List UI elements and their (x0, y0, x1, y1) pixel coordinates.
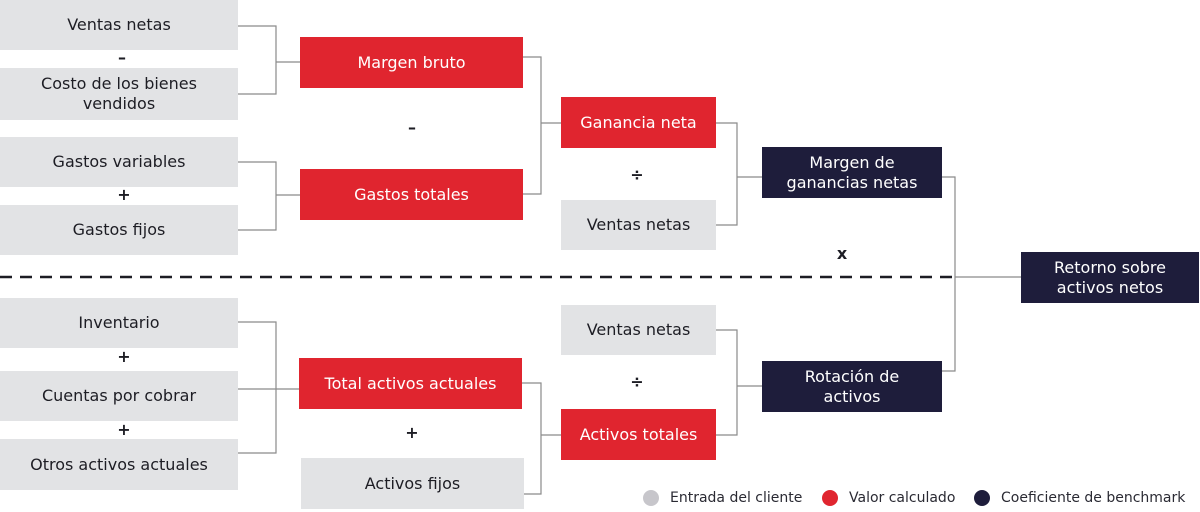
operator-minus: – (408, 118, 416, 137)
node-label: Gastos fijos (72, 220, 166, 239)
connector-activos-totales (522, 382, 542, 495)
operator-plus: + (117, 185, 131, 204)
navy-dot-icon (974, 490, 990, 506)
node-label: Ventas netas (586, 320, 691, 339)
node-label: Total activos actuales (324, 373, 497, 393)
node-gastos-fijos: Gastos fijos (0, 205, 238, 255)
node-ventas-netas: Ventas netas (561, 305, 716, 355)
legend-label: Entrada del cliente (670, 490, 803, 506)
legend-label: Valor calculado (849, 490, 956, 506)
connector-margen-ganancias (716, 122, 738, 226)
operator-plus: + (405, 423, 419, 442)
node-label: Activos fijos (364, 473, 461, 493)
connector-rotacion (716, 329, 738, 436)
connector-retorno (942, 176, 956, 372)
node-total-activos-actuales: Total activos actuales (299, 358, 522, 409)
node-retorno-activos-netos: Retorno sobre activos netos (1021, 252, 1199, 303)
gray-dot-icon (643, 490, 659, 506)
node-label: Retorno sobre activos netos (1054, 257, 1166, 297)
node-activos-totales: Activos totales (561, 409, 716, 460)
legend-label: Coeficiente de benchmark (1001, 490, 1186, 506)
node-gastos-totales: Gastos totales (300, 169, 523, 220)
node-label: Gastos variables (52, 152, 186, 171)
red-dot-icon (822, 490, 838, 506)
operator-plus: + (117, 347, 131, 366)
node-label: Ventas netas (586, 215, 691, 234)
operator-divide: ÷ (630, 372, 644, 391)
node-label: Inventario (78, 313, 160, 332)
node-otros-activos-actuales: Otros activos actuales (0, 439, 238, 490)
node-label: Rotación de activos (804, 366, 900, 406)
connector-margen-bruto (238, 25, 277, 95)
node-margen-bruto: Margen bruto (300, 37, 523, 88)
node-label: Gastos totales (354, 184, 469, 204)
connector-total-activos (238, 321, 277, 454)
legend-item-input: Entrada del cliente (643, 490, 802, 506)
node-label: Costo de los bienes vendidos (41, 74, 197, 113)
node-margen-ganancias-netas: Margen de ganancias netas (762, 147, 942, 198)
node-activos-fijos: Activos fijos (301, 458, 524, 509)
node-ventas-netas: Ventas netas (0, 0, 238, 50)
legend-item-calculated: Valor calculado (822, 490, 955, 506)
node-label: Activos totales (579, 424, 698, 444)
legend-item-benchmark: Coeficiente de benchmark (974, 490, 1185, 506)
node-cuentas-por-cobrar: Cuentas por cobrar (0, 371, 238, 421)
connector-gastos-totales (238, 161, 277, 231)
node-label: Ventas netas (67, 15, 171, 34)
node-label: Ganancia neta (580, 112, 697, 132)
operator-divide: ÷ (630, 165, 644, 184)
node-rotacion-activos: Rotación de activos (762, 361, 942, 412)
operator-minus: – (118, 48, 126, 67)
operator-plus: + (117, 420, 131, 439)
node-label: Cuentas por cobrar (41, 386, 197, 405)
node-costo-bienes-vendidos: Costo de los bienes vendidos (0, 68, 238, 120)
node-gastos-variables: Gastos variables (0, 137, 238, 187)
connector-ganancia-neta (523, 56, 542, 195)
node-ganancia-neta: Ganancia neta (561, 97, 716, 148)
node-label: Margen bruto (357, 52, 466, 72)
node-label: Margen de ganancias netas (786, 152, 918, 192)
node-ventas-netas: Ventas netas (561, 200, 716, 250)
node-label: Otros activos actuales (30, 454, 208, 474)
operator-times: x (836, 244, 848, 263)
node-inventario: Inventario (0, 298, 238, 348)
